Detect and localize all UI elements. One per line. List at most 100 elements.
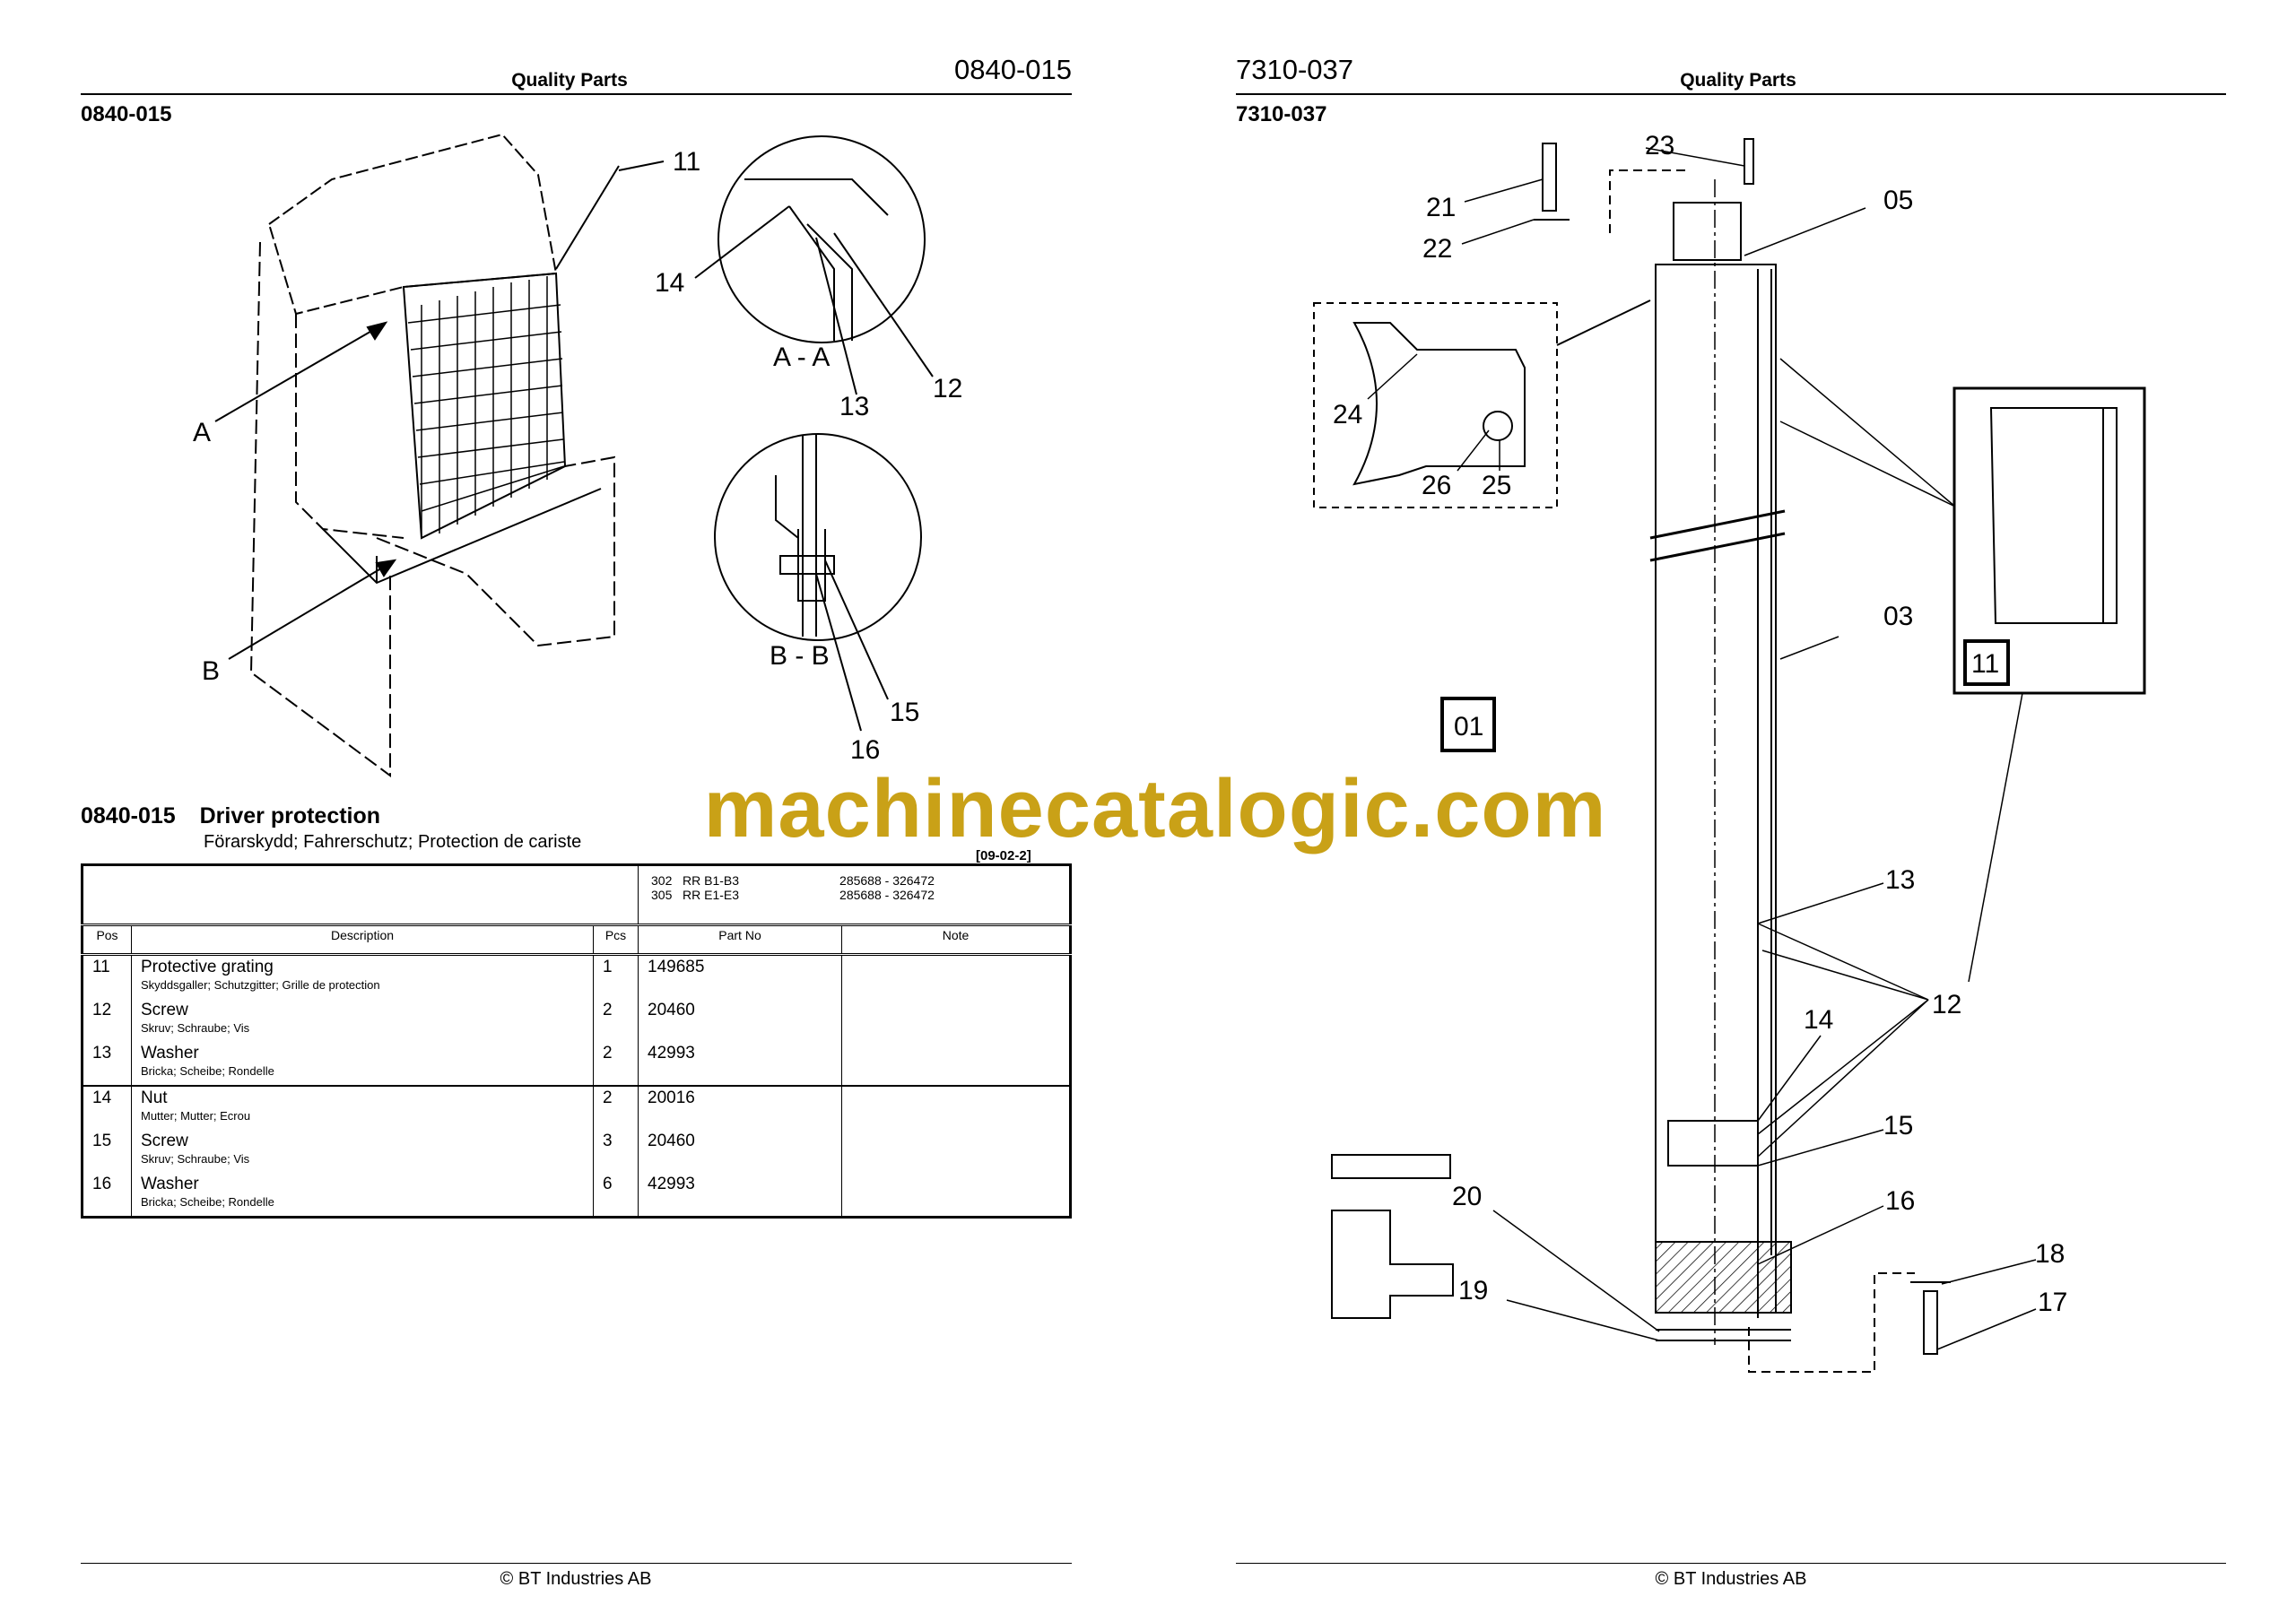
description-translations: Mutter; Mutter; Ecrou <box>141 1109 251 1123</box>
callout-24: 24 <box>1333 400 1362 429</box>
pos: 16 <box>92 1175 112 1193</box>
section-bb-detail <box>714 433 922 732</box>
driver-protection-drawing <box>214 133 665 777</box>
callout-13-right: 13 <box>1885 865 1915 895</box>
callout-05: 05 <box>1883 186 1913 215</box>
pcs: 1 <box>593 954 639 999</box>
callout-14-right: 14 <box>1804 1005 1833 1035</box>
part-no: 20460 <box>638 1130 842 1173</box>
callout-22: 22 <box>1422 234 1452 264</box>
section-label-aa: A - A <box>773 343 830 372</box>
callout-11: 11 <box>673 147 700 177</box>
col-pos: Pos <box>82 924 132 956</box>
description-translations: Skyddsgaller; Schutzgitter; Grille de pr… <box>141 978 380 992</box>
note <box>841 1130 1071 1173</box>
pcs: 2 <box>593 1042 639 1086</box>
part-no: 42993 <box>638 1173 842 1218</box>
callout-16: 16 <box>850 735 880 765</box>
view-label-b: B <box>202 656 220 686</box>
col-note: Note <box>841 924 1071 956</box>
right-footer: © BT Industries AB <box>1655 1569 1807 1589</box>
callout-17: 17 <box>2038 1288 2067 1317</box>
right-header-title: Quality Parts <box>1680 70 1796 91</box>
right-footer-rule <box>1236 1563 2226 1564</box>
callout-20: 20 <box>1452 1182 1482 1211</box>
watermark: machinecatalogic.com <box>703 763 1607 854</box>
pos: 15 <box>92 1132 112 1150</box>
parts-subtitle: Förarskydd; Fahrerschutz; Protection de … <box>204 832 582 852</box>
left-header-rule <box>81 93 1072 95</box>
part-no: 42993 <box>638 1042 842 1086</box>
note <box>841 1085 1071 1130</box>
callout-23: 23 <box>1645 131 1674 160</box>
note <box>841 1173 1071 1218</box>
note <box>841 999 1071 1042</box>
callout-12-right: 12 <box>1932 990 1961 1019</box>
callout-25: 25 <box>1482 471 1511 500</box>
title-code: 0840-015 <box>81 803 176 828</box>
parts-title: 0840-015 Driver protection <box>81 803 380 829</box>
callout-15-right: 15 <box>1883 1111 1913 1141</box>
callout-labels: 11 14 A - A 13 12 A B B - B 15 16 23 21 … <box>193 131 2067 1317</box>
right-header-rule <box>1236 93 2226 95</box>
part-no: 149685 <box>638 954 842 999</box>
description-en: Protective grating <box>141 958 274 976</box>
callout-03: 03 <box>1883 602 1913 631</box>
pos: 11 <box>92 958 110 976</box>
description-en: Screw <box>141 1001 188 1019</box>
description-en: Nut <box>141 1089 168 1107</box>
pcs: 3 <box>593 1130 639 1173</box>
date-stamp: [09-02-2] <box>976 848 1031 863</box>
description-translations: Skruv; Schraube; Vis <box>141 1021 250 1035</box>
right-section-code: 7310-037 <box>1236 102 1327 126</box>
pcs: 2 <box>593 1085 639 1130</box>
callout-16-right: 16 <box>1885 1186 1915 1216</box>
title-text: Driver protection <box>199 803 381 828</box>
col-part-no: Part No <box>638 924 842 956</box>
description-en: Washer <box>141 1175 199 1193</box>
description-translations: Bricka; Scheibe; Rondelle <box>141 1195 274 1209</box>
callout-26: 26 <box>1422 471 1451 500</box>
right-page-code: 7310-037 <box>1236 54 1354 85</box>
left-footer-rule <box>81 1563 1072 1564</box>
pos: 14 <box>82 1085 132 1130</box>
callout-21: 21 <box>1426 193 1456 222</box>
description-en: Screw <box>141 1132 188 1150</box>
table-header: Pos Description Pcs Part No Note <box>82 924 1071 956</box>
view-box-11: 11 <box>1971 649 1999 679</box>
pcs: 2 <box>593 999 639 1042</box>
part-no: 20460 <box>638 999 842 1042</box>
description-en: Washer <box>141 1044 199 1063</box>
col-pcs: Pcs <box>593 924 639 956</box>
col-description: Description <box>131 924 594 956</box>
section-aa-detail <box>694 135 934 395</box>
view-box-01: 01 <box>1454 712 1483 742</box>
section-label-bb: B - B <box>770 641 830 671</box>
callout-19: 19 <box>1458 1276 1488 1305</box>
callout-13: 13 <box>839 392 869 421</box>
callout-18: 18 <box>2035 1239 2065 1269</box>
cylinder-drawing <box>1313 138 2146 1373</box>
left-page-code: 0840-015 <box>953 54 1072 85</box>
view-label-a: A <box>193 418 211 447</box>
callout-12: 12 <box>933 374 962 403</box>
part-no: 20016 <box>638 1085 842 1130</box>
note <box>841 954 1071 999</box>
left-header-title: Quality Parts <box>511 70 628 91</box>
description-translations: Skruv; Schraube; Vis <box>141 1152 250 1166</box>
